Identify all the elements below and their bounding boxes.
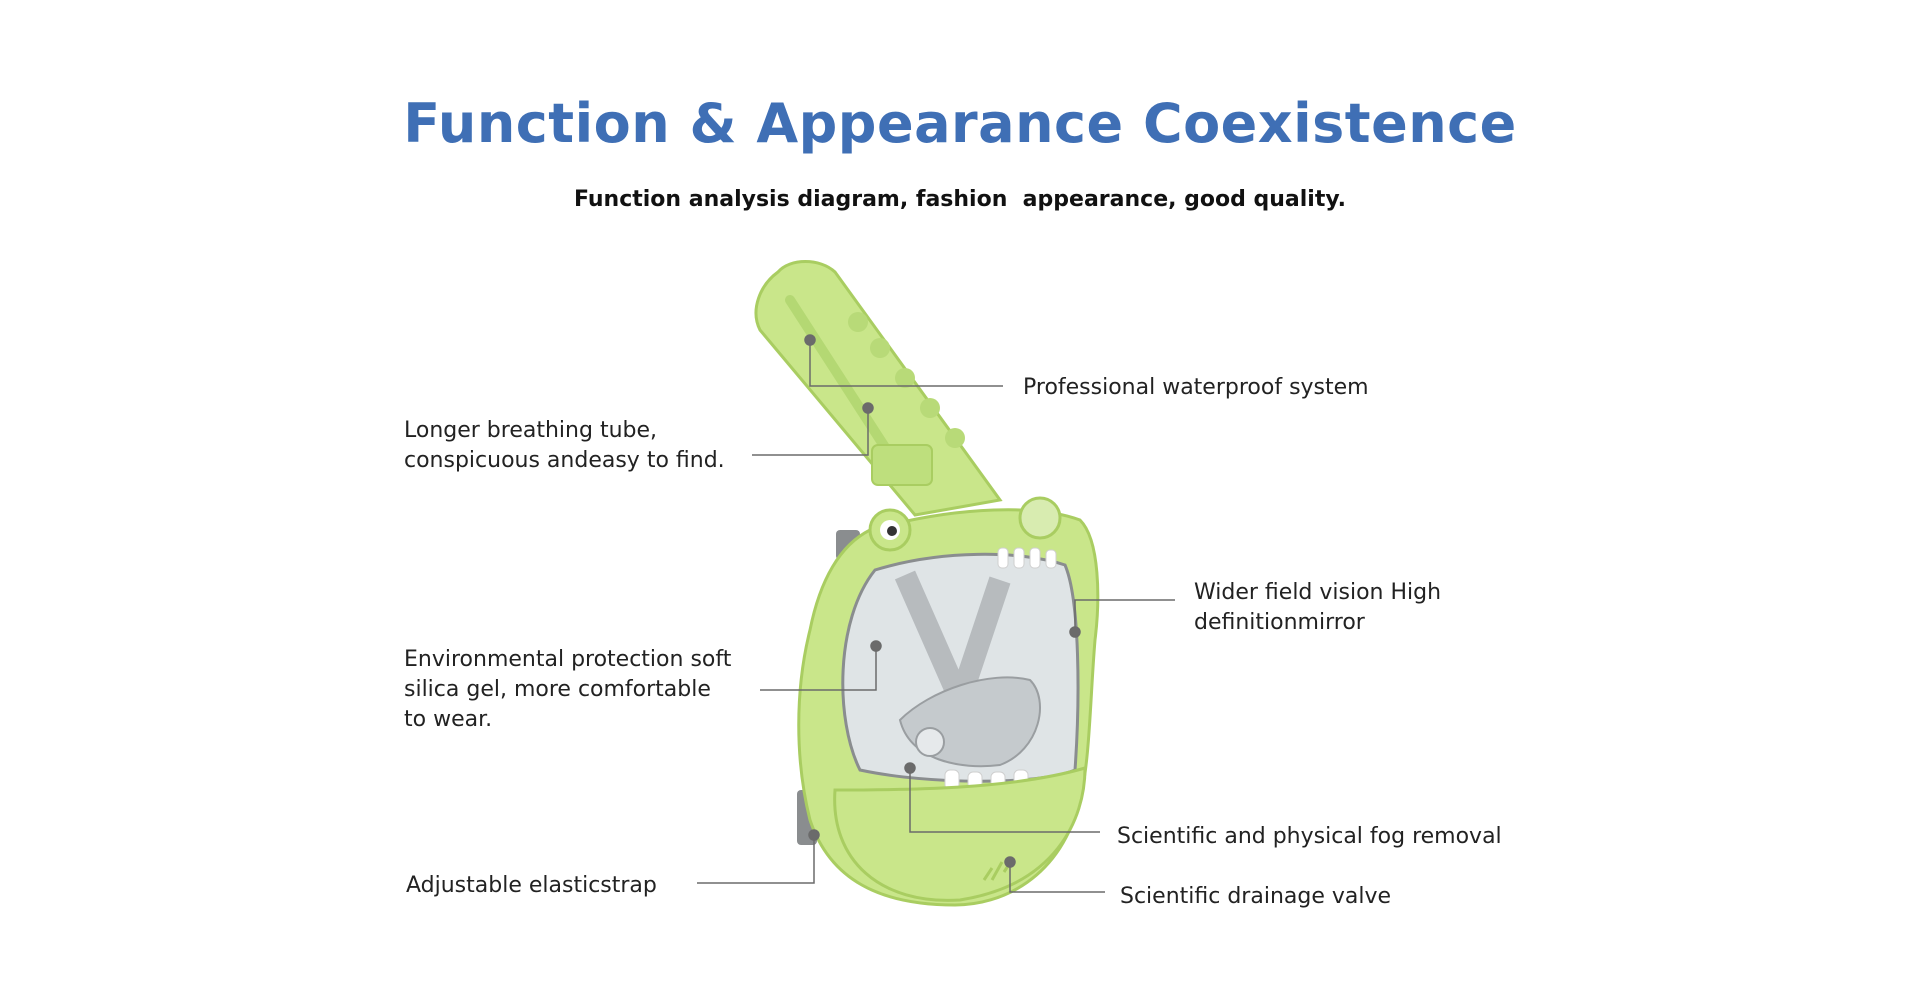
callout-text: to wear. xyxy=(404,707,493,732)
callout-breathing-tube: Longer breathing tube, conspicuous andea… xyxy=(404,416,725,476)
snorkel-tube xyxy=(754,260,1003,517)
callout-text: Adjustable elasticstrap xyxy=(406,873,657,898)
leader-lines xyxy=(697,334,1175,893)
callout-elastic-strap: Adjustable elasticstrap xyxy=(406,871,657,901)
callout-field-vision: Wider field vision High definitionmirror xyxy=(1194,578,1441,638)
callout-silica-gel: Environmental protection soft silica gel… xyxy=(404,645,731,735)
callout-text: definitionmirror xyxy=(1194,610,1365,635)
callout-text: Scientific drainage valve xyxy=(1120,884,1392,909)
callout-text: Longer breathing tube, xyxy=(404,418,657,443)
callout-drainage-valve: Scientific drainage valve xyxy=(1120,882,1391,912)
callout-text: Scientific and physical fog removal xyxy=(1117,824,1502,849)
mask-body xyxy=(797,496,1100,907)
callout-text: silica gel, more comfortable xyxy=(404,677,711,702)
page-subtitle: Function analysis diagram, fashion appea… xyxy=(573,187,1347,212)
callout-text: Wider field vision High xyxy=(1194,580,1442,605)
callout-text: Environmental protection soft xyxy=(404,647,732,672)
callout-text: conspicuous andeasy to find. xyxy=(404,448,725,473)
page-title: Function & Appearance Coexistence xyxy=(403,92,1517,155)
callout-text: Professional waterproof system xyxy=(1023,375,1369,400)
callout-fog-removal: Scientific and physical fog removal xyxy=(1117,822,1502,852)
callout-waterproof-system: Professional waterproof system xyxy=(1023,373,1369,403)
